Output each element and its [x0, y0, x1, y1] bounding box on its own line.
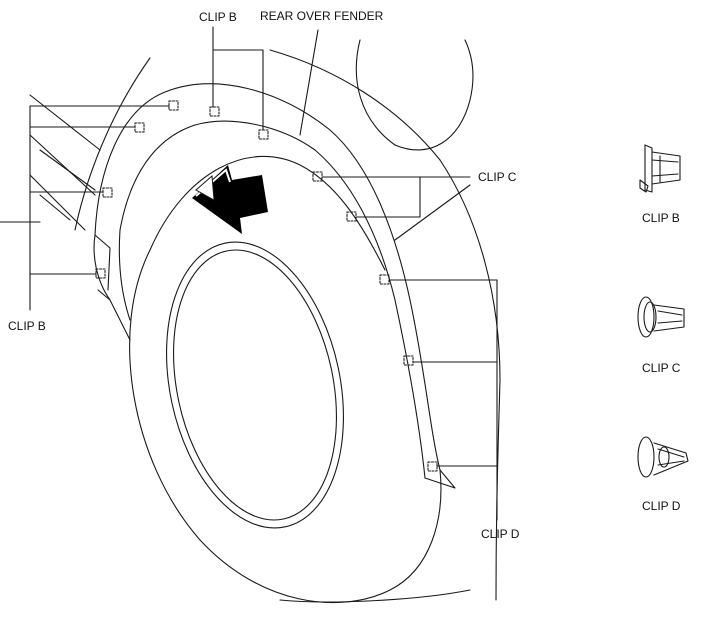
legend-clip-c-label: CLIP C	[642, 361, 681, 375]
clip-marker	[168, 100, 179, 111]
clip-marker	[379, 274, 390, 285]
clip-marker	[102, 187, 113, 198]
clip-marker	[403, 355, 414, 366]
clip-marker	[134, 122, 145, 133]
clip-marker	[427, 461, 438, 472]
legend-clip-b-label: CLIP B	[642, 211, 680, 225]
leader-lines	[29, 26, 498, 521]
clip-d-icon	[637, 436, 689, 478]
clip-c-icon	[637, 296, 685, 338]
clip-marker	[209, 106, 220, 117]
label-clip-d: CLIP D	[481, 527, 520, 541]
legend-clip-d-label: CLIP D	[642, 499, 681, 513]
label-clip-b-top: CLIP B	[199, 10, 237, 24]
clip-marker	[258, 129, 269, 140]
clip-b-icon	[639, 144, 681, 193]
label-clip-b-left: CLIP B	[8, 319, 46, 333]
removal-arrow	[192, 165, 268, 234]
rear-over-fender-panel	[93, 83, 456, 489]
label-rear-over-fender: REAR OVER FENDER	[260, 9, 384, 23]
car-body-lines	[0, 39, 501, 601]
tire	[129, 156, 471, 604]
label-clip-c: CLIP C	[478, 170, 517, 184]
